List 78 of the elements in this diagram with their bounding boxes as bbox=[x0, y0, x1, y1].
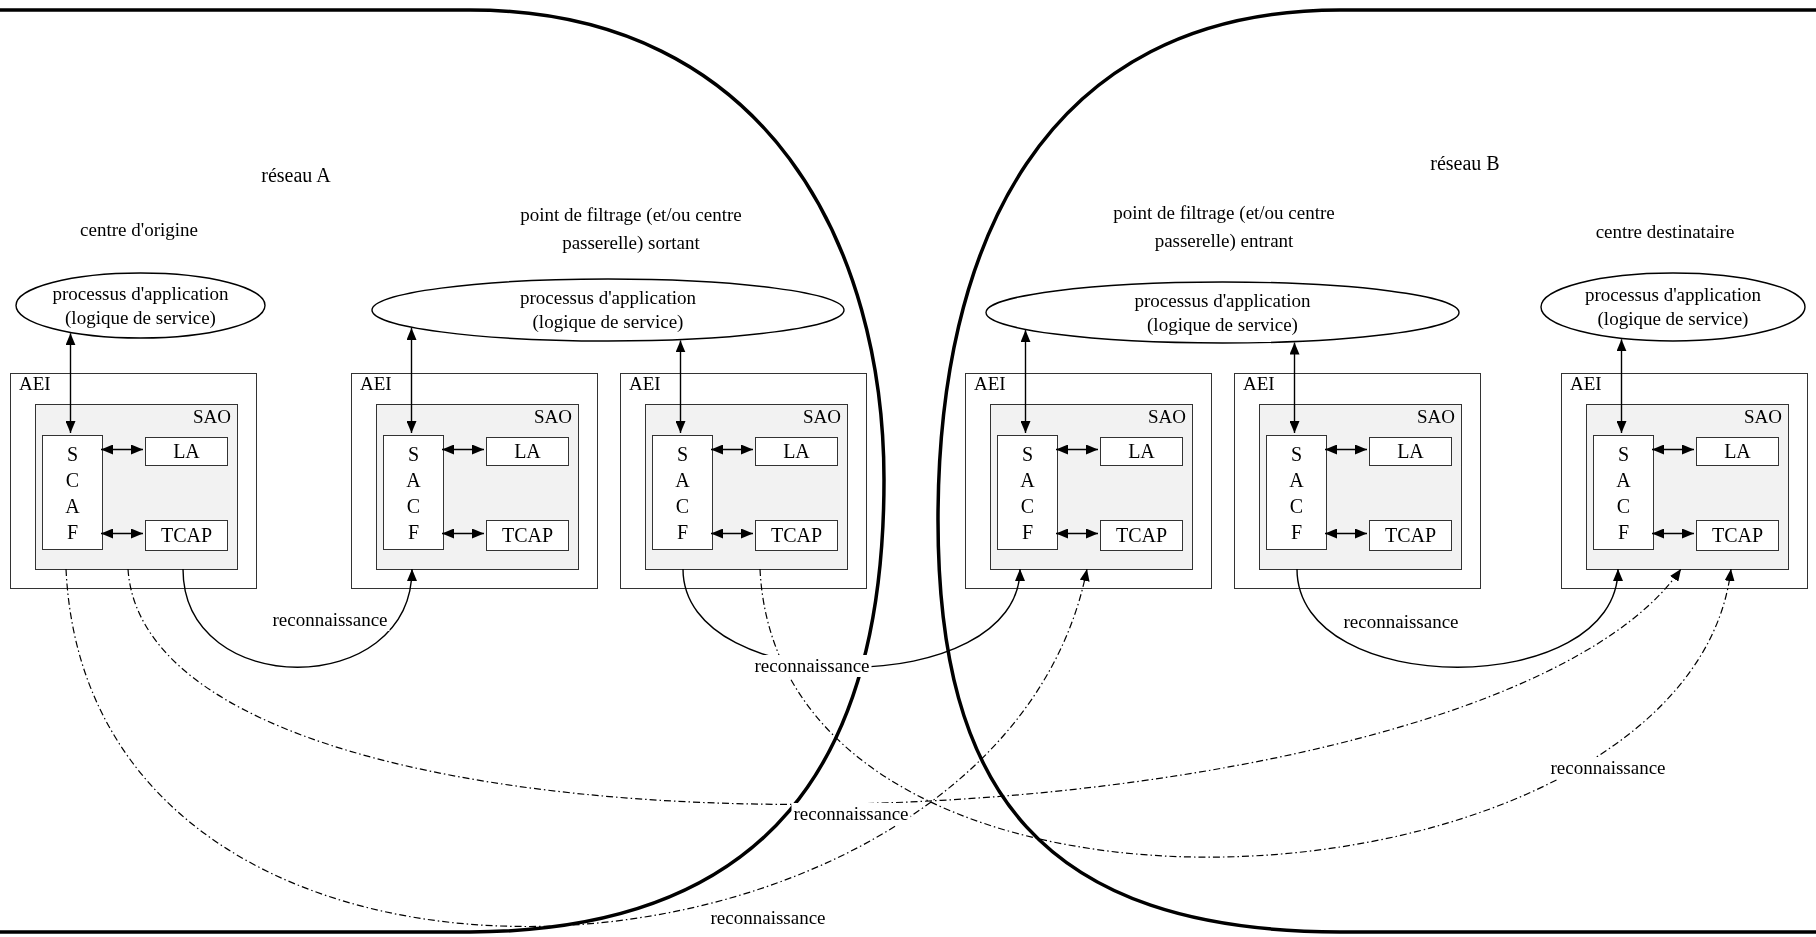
connector-arrow bbox=[1055, 528, 1099, 539]
function-box: LA bbox=[486, 437, 569, 466]
edge-label: reconnaissance bbox=[1548, 757, 1668, 779]
association-box bbox=[376, 404, 579, 570]
box-label: AEI bbox=[19, 373, 51, 395]
connector-arrow bbox=[1324, 444, 1368, 455]
box-label: AEI bbox=[1243, 373, 1275, 395]
connector-arrow bbox=[65, 568, 1088, 927]
entity-box bbox=[351, 373, 598, 589]
box-label: SAO bbox=[193, 406, 231, 428]
function-box: S A C F bbox=[997, 435, 1058, 550]
process-ellipse: processus d'application (logique de service) bbox=[15, 272, 266, 339]
connector-arrow bbox=[710, 528, 754, 539]
function-box: TCAP bbox=[145, 520, 228, 551]
connector-arrow bbox=[127, 568, 1682, 805]
node-caption: point de filtrage (et/ou centre passerelle) sortant bbox=[519, 203, 743, 255]
connector-arrow bbox=[675, 339, 686, 434]
box-label: SAO bbox=[1417, 406, 1455, 428]
box-label: AEI bbox=[974, 373, 1006, 395]
association-box bbox=[1259, 404, 1462, 570]
process-ellipse: processus d'application (logique de service) bbox=[371, 278, 845, 342]
function-box: S A C F bbox=[1593, 435, 1654, 550]
function-box: LA bbox=[1696, 437, 1779, 466]
connector-arrow bbox=[65, 332, 76, 434]
function-box: LA bbox=[1100, 437, 1183, 466]
box-label: AEI bbox=[360, 373, 392, 395]
connector-arrow bbox=[182, 568, 416, 668]
function-box: S A C F bbox=[383, 435, 444, 550]
process-ellipse: processus d'application (logique de service) bbox=[985, 281, 1460, 344]
connector-arrow bbox=[1651, 444, 1695, 455]
box-label: SAO bbox=[803, 406, 841, 428]
connector-arrow bbox=[1324, 528, 1368, 539]
function-box: TCAP bbox=[1100, 520, 1183, 551]
connector-arrow bbox=[1020, 329, 1031, 434]
entity-box bbox=[620, 373, 867, 589]
process-ellipse: processus d'application (logique de service) bbox=[1540, 272, 1806, 342]
connector-arrow bbox=[441, 444, 485, 455]
connector-arrow bbox=[1055, 444, 1099, 455]
function-box: S A C F bbox=[652, 435, 713, 550]
network-label: réseau B bbox=[1430, 152, 1500, 175]
box-label: AEI bbox=[629, 373, 661, 395]
box-label: SAO bbox=[534, 406, 572, 428]
connector-arrow bbox=[100, 528, 144, 539]
association-box bbox=[35, 404, 238, 570]
connector-arrow bbox=[759, 568, 1732, 858]
edge-label: reconnaissance bbox=[791, 803, 911, 825]
connector-arrow bbox=[1296, 568, 1621, 668]
edge-label: reconnaissance bbox=[752, 655, 872, 677]
connector-arrow bbox=[406, 327, 417, 434]
function-box: TCAP bbox=[486, 520, 569, 551]
function-box: TCAP bbox=[755, 520, 838, 551]
node-caption: centre destinataire bbox=[1595, 220, 1735, 244]
function-box: LA bbox=[755, 437, 838, 466]
entity-box bbox=[1561, 373, 1808, 589]
connector-arrow bbox=[710, 444, 754, 455]
association-box bbox=[1586, 404, 1789, 570]
association-box bbox=[990, 404, 1193, 570]
connector-arrow bbox=[1289, 341, 1300, 434]
function-box: S A C F bbox=[1266, 435, 1327, 550]
function-box: TCAP bbox=[1696, 520, 1779, 551]
connector-arrow bbox=[441, 528, 485, 539]
entity-box bbox=[10, 373, 257, 589]
function-box: TCAP bbox=[1369, 520, 1452, 551]
function-box: LA bbox=[145, 437, 228, 466]
box-label: AEI bbox=[1570, 373, 1602, 395]
box-label: SAO bbox=[1148, 406, 1186, 428]
connector-arrow bbox=[100, 444, 144, 455]
function-box: S C A F bbox=[42, 435, 103, 550]
connector-arrow bbox=[1651, 528, 1695, 539]
network-label: réseau A bbox=[261, 164, 331, 187]
node-caption: point de filtrage (et/ou centre passerelle) entrant bbox=[1112, 201, 1336, 253]
function-box: LA bbox=[1369, 437, 1452, 466]
box-label: SAO bbox=[1744, 406, 1782, 428]
entity-box bbox=[1234, 373, 1481, 589]
connector-arrow bbox=[1616, 338, 1627, 434]
association-box bbox=[645, 404, 848, 570]
node-caption: centre d'origine bbox=[80, 218, 198, 242]
entity-box bbox=[965, 373, 1212, 589]
